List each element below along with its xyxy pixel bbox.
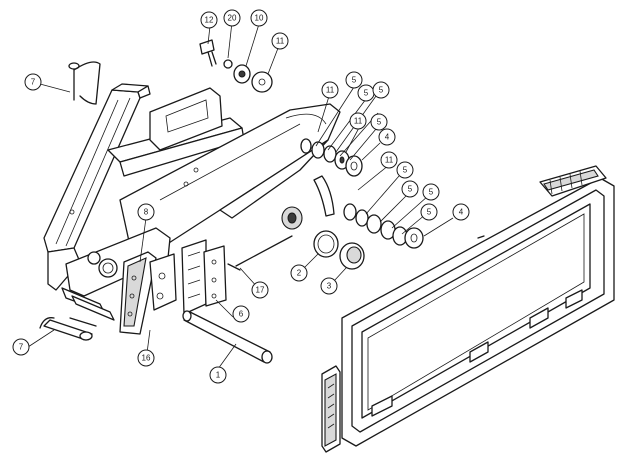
callout-label: 7 — [19, 343, 24, 352]
callout-5-g: 5 — [422, 183, 440, 201]
callout-label: 8 — [144, 208, 149, 217]
bushing — [281, 206, 303, 230]
callout-label: 16 — [142, 354, 151, 363]
callout-3: 3 — [320, 277, 338, 295]
callout-5-h: 5 — [420, 203, 438, 221]
callout-label: 5 — [377, 118, 382, 127]
callout-11-lower: 11 — [380, 151, 398, 169]
washer-11-top — [251, 71, 273, 93]
callout-11-mid: 11 — [349, 112, 367, 130]
callout-5-f: 5 — [401, 180, 419, 198]
callout-7-top: 7 — [24, 73, 42, 91]
callout-label: 5 — [352, 76, 357, 85]
nut-20 — [223, 59, 233, 69]
callout-label: 5 — [364, 89, 369, 98]
callout-label: 11 — [385, 156, 394, 165]
callout-5-a: 5 — [345, 71, 363, 89]
callout-label: 6 — [239, 310, 244, 319]
callout-5-d: 5 — [370, 113, 388, 131]
callout-5-b: 5 — [357, 84, 375, 102]
callout-label: 5 — [408, 185, 413, 194]
callout-12: 12 — [200, 11, 218, 29]
callout-label: 11 — [326, 86, 335, 95]
callout-11-arm: 11 — [321, 81, 339, 99]
callout-5-c: 5 — [372, 81, 390, 99]
callout-10: 10 — [250, 9, 268, 27]
callout-label: 20 — [228, 14, 237, 23]
washer-10 — [233, 64, 251, 84]
callout-label: 4 — [459, 208, 464, 217]
callout-1: 1 — [209, 366, 227, 384]
pin-7-bottom — [39, 317, 97, 341]
callout-4-upper: 4 — [378, 128, 396, 146]
ring-3 — [339, 242, 365, 270]
callout-label: 12 — [205, 16, 214, 25]
callout-20: 20 — [223, 9, 241, 27]
callout-4-right: 4 — [452, 203, 470, 221]
callout-label: 5 — [403, 166, 408, 175]
callout-label: 11 — [276, 37, 285, 46]
callout-label: 5 — [429, 188, 434, 197]
callout-label: 2 — [297, 269, 302, 278]
callout-11-top: 11 — [271, 32, 289, 50]
callout-17: 17 — [251, 281, 269, 299]
callout-label: 5 — [379, 86, 384, 95]
shaft-1 — [182, 310, 273, 364]
pivot-bracket — [119, 239, 227, 335]
rod-17 — [227, 235, 293, 271]
callout-5-e: 5 — [396, 161, 414, 179]
callout-7-bottom: 7 — [12, 338, 30, 356]
ring-2 — [313, 230, 339, 258]
callout-label: 4 — [385, 133, 390, 142]
callout-16: 16 — [137, 349, 155, 367]
washer-stack — [300, 138, 424, 249]
callout-2: 2 — [290, 264, 308, 282]
pin-7-top — [68, 61, 101, 105]
callout-label: 7 — [31, 78, 36, 87]
callout-label: 11 — [354, 117, 363, 126]
attachment-plate — [321, 165, 615, 453]
callout-label: 5 — [427, 208, 432, 217]
callout-8: 8 — [137, 203, 155, 221]
callout-6: 6 — [232, 305, 250, 323]
callout-label: 17 — [256, 286, 265, 295]
callout-label: 3 — [327, 282, 332, 291]
callout-label: 1 — [216, 371, 221, 380]
callout-label: 10 — [255, 14, 264, 23]
